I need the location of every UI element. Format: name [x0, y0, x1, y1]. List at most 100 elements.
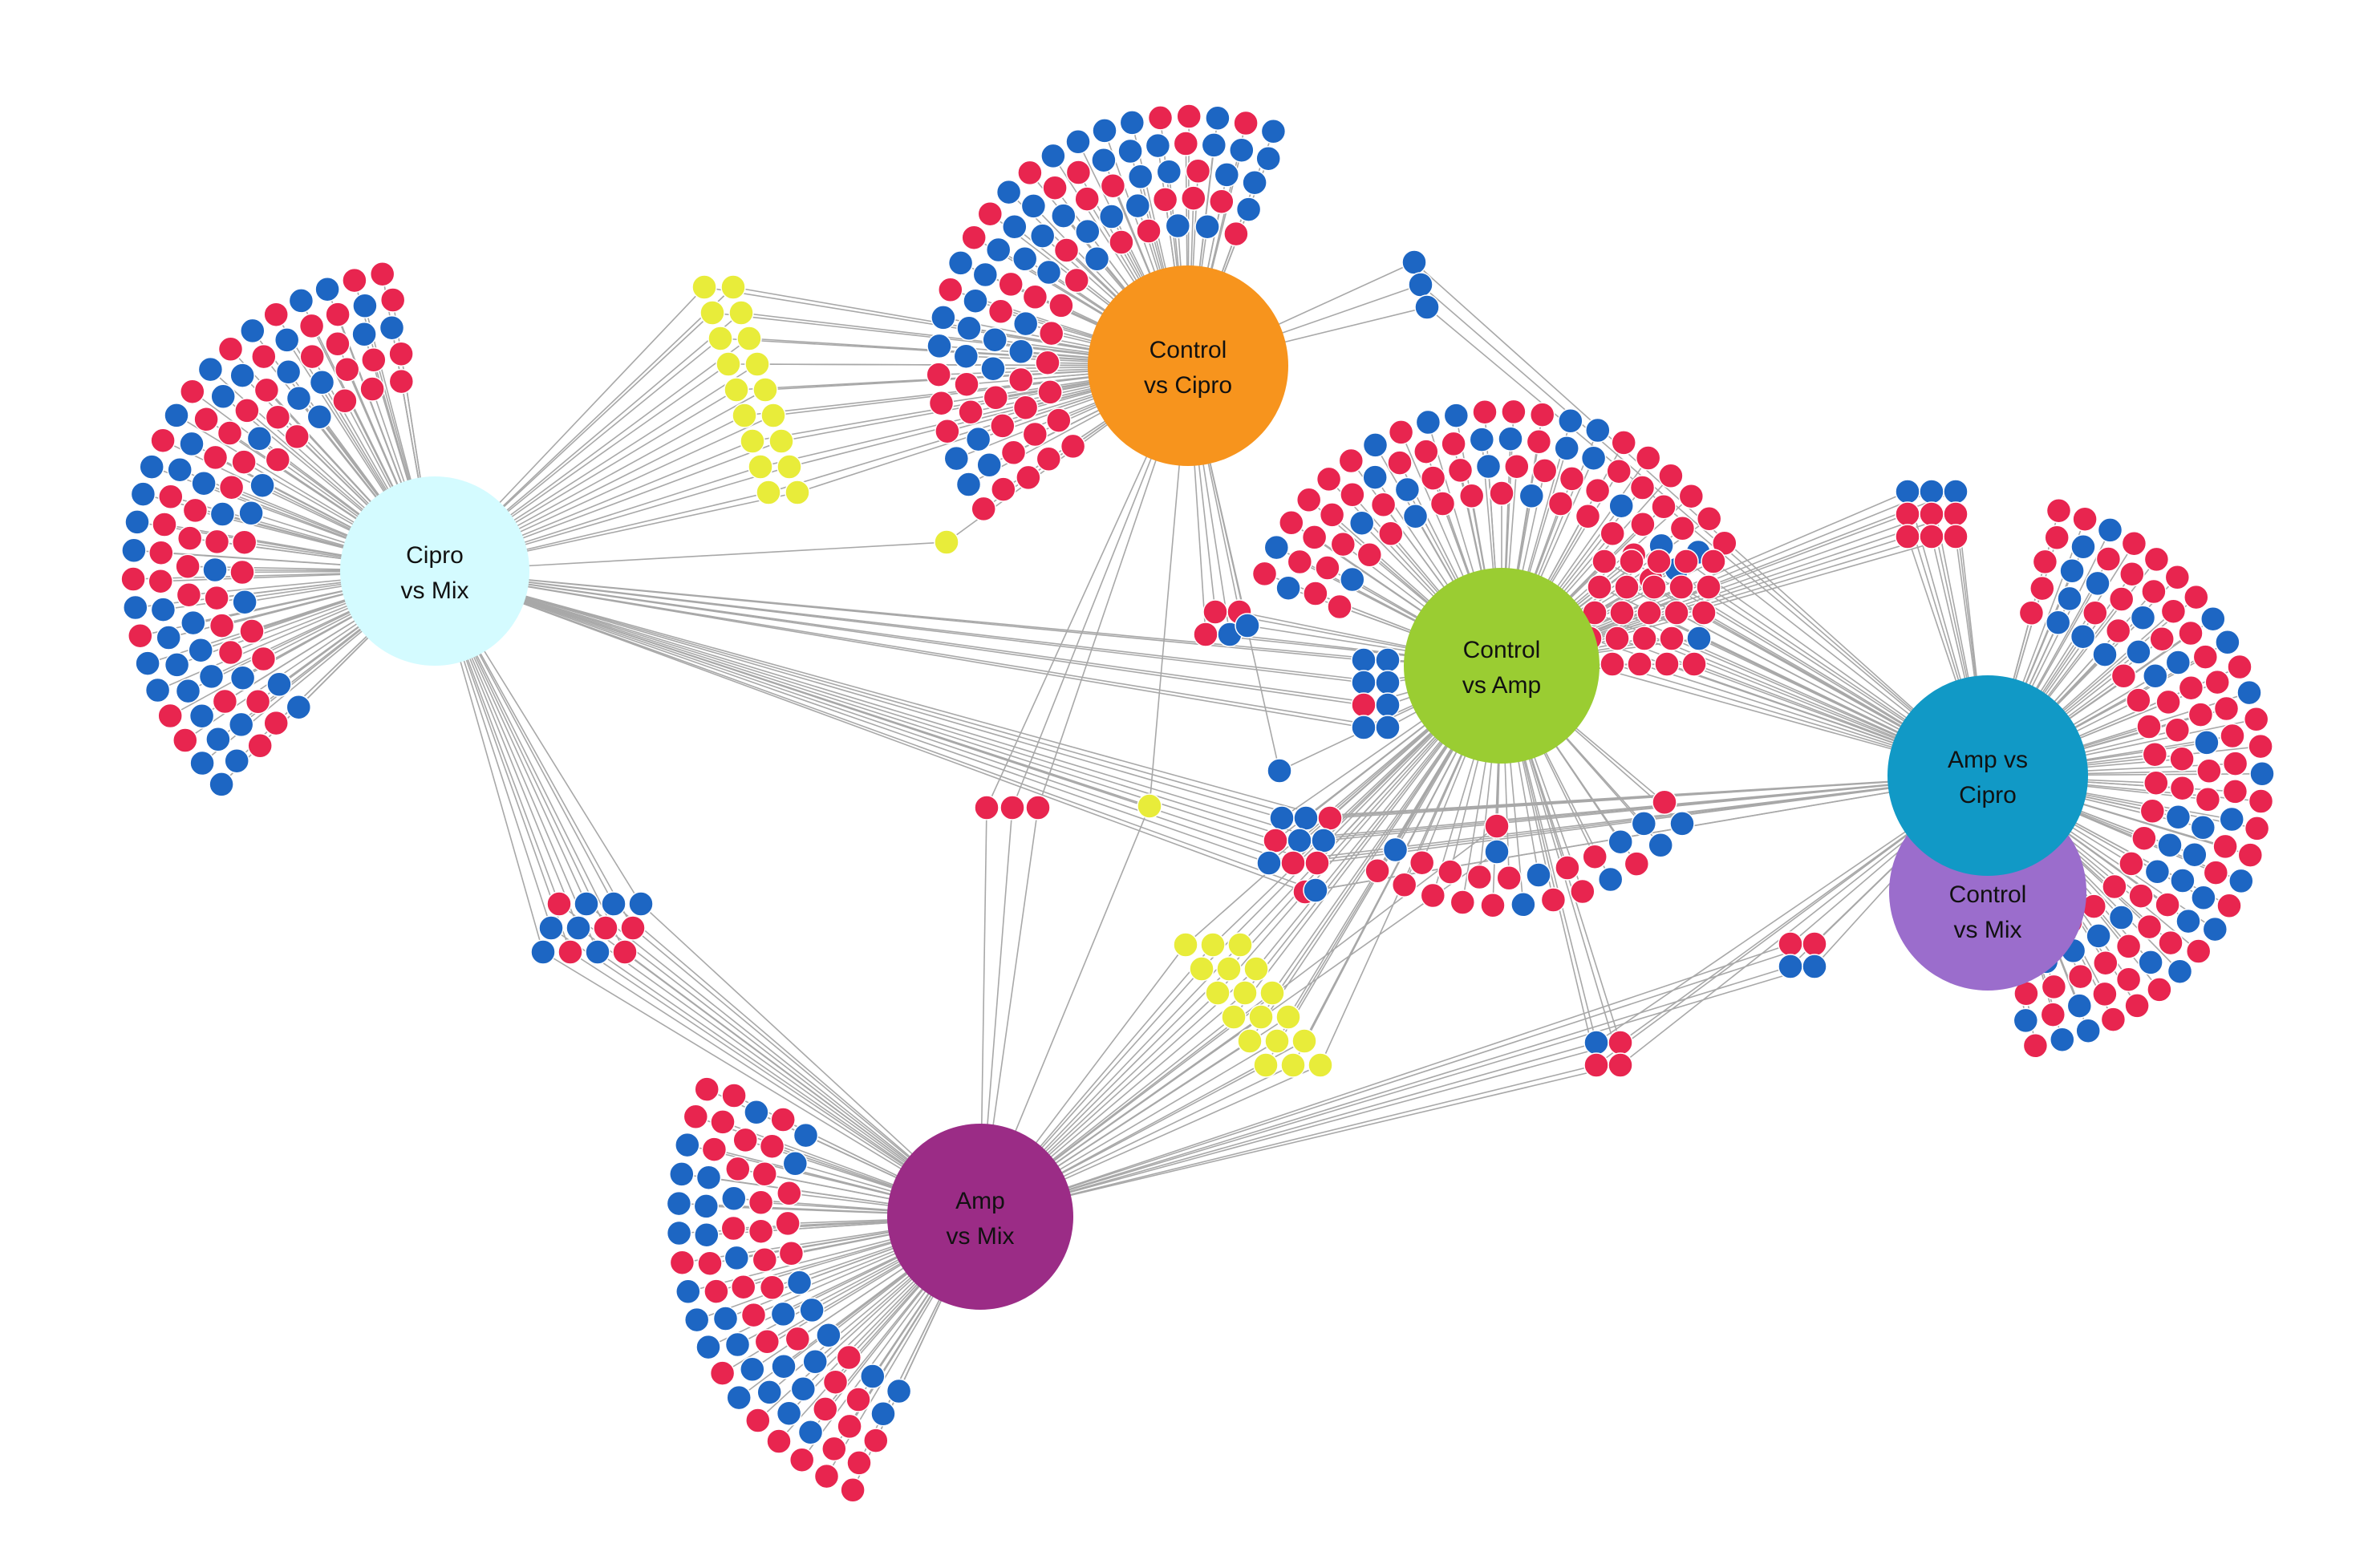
up-gene-node[interactable]: [1681, 651, 1707, 677]
up-gene-node[interactable]: [1391, 872, 1417, 898]
up-gene-node[interactable]: [299, 343, 325, 370]
down-gene-node[interactable]: [1269, 805, 1295, 831]
down-gene-node[interactable]: [2167, 958, 2193, 984]
down-gene-node[interactable]: [1256, 850, 1282, 876]
up-gene-node[interactable]: [1583, 1052, 1609, 1078]
up-gene-node[interactable]: [204, 529, 230, 555]
up-gene-node[interactable]: [217, 336, 244, 363]
up-gene-node[interactable]: [837, 1413, 862, 1440]
down-gene-node[interactable]: [1275, 575, 1301, 601]
up-gene-node[interactable]: [1919, 501, 1944, 527]
up-gene-node[interactable]: [2119, 851, 2144, 877]
down-gene-node[interactable]: [1648, 833, 1673, 858]
shared-gene-node[interactable]: [934, 529, 959, 555]
down-gene-node[interactable]: [1287, 828, 1312, 853]
up-gene-node[interactable]: [1409, 849, 1435, 876]
down-gene-node[interactable]: [205, 727, 231, 752]
down-gene-node[interactable]: [1127, 164, 1154, 190]
down-gene-node[interactable]: [238, 500, 264, 526]
down-gene-node[interactable]: [2249, 761, 2275, 787]
down-gene-node[interactable]: [150, 597, 176, 622]
up-gene-node[interactable]: [1636, 600, 1662, 626]
up-gene-node[interactable]: [247, 733, 273, 759]
down-gene-node[interactable]: [197, 356, 224, 383]
up-gene-node[interactable]: [2136, 714, 2162, 739]
up-gene-node[interactable]: [813, 1463, 840, 1489]
up-gene-node[interactable]: [822, 1369, 849, 1395]
up-gene-node[interactable]: [1630, 512, 1656, 537]
shared-gene-node[interactable]: [1137, 793, 1162, 819]
down-gene-node[interactable]: [314, 276, 340, 302]
down-gene-node[interactable]: [1065, 129, 1091, 155]
up-gene-node[interactable]: [1664, 600, 1689, 626]
down-gene-node[interactable]: [175, 678, 201, 704]
up-gene-node[interactable]: [991, 476, 1016, 502]
down-gene-node[interactable]: [2086, 923, 2111, 949]
up-gene-node[interactable]: [1591, 549, 1617, 574]
down-gene-node[interactable]: [209, 772, 234, 797]
up-gene-node[interactable]: [152, 512, 177, 537]
down-gene-node[interactable]: [167, 456, 193, 483]
up-gene-node[interactable]: [1042, 175, 1068, 201]
down-gene-node[interactable]: [209, 501, 236, 527]
up-gene-node[interactable]: [1074, 186, 1100, 212]
up-gene-node[interactable]: [720, 1215, 747, 1242]
up-gene-node[interactable]: [128, 622, 153, 649]
up-gene-node[interactable]: [2243, 707, 2269, 732]
up-gene-node[interactable]: [1303, 581, 1328, 606]
up-gene-node[interactable]: [2095, 546, 2122, 572]
down-gene-node[interactable]: [585, 939, 610, 965]
down-gene-node[interactable]: [2075, 1018, 2101, 1043]
up-gene-node[interactable]: [770, 1107, 796, 1132]
up-gene-node[interactable]: [1504, 453, 1530, 480]
down-gene-node[interactable]: [2059, 558, 2085, 584]
down-gene-node[interactable]: [953, 343, 979, 369]
up-gene-node[interactable]: [2178, 675, 2204, 701]
down-gene-node[interactable]: [274, 327, 300, 353]
up-gene-node[interactable]: [176, 525, 203, 551]
up-gene-node[interactable]: [789, 1447, 815, 1473]
up-gene-node[interactable]: [1526, 429, 1552, 455]
up-gene-node[interactable]: [2082, 600, 2108, 626]
up-gene-node[interactable]: [2183, 584, 2209, 610]
up-gene-node[interactable]: [778, 1241, 805, 1266]
up-gene-node[interactable]: [1696, 574, 1721, 600]
up-gene-node[interactable]: [558, 939, 583, 965]
down-gene-node[interactable]: [286, 385, 312, 411]
shared-gene-node[interactable]: [1227, 932, 1253, 958]
up-gene-node[interactable]: [1301, 525, 1328, 550]
up-gene-node[interactable]: [669, 1250, 695, 1275]
down-gene-node[interactable]: [130, 481, 156, 507]
shared-gene-node[interactable]: [736, 326, 762, 351]
up-gene-node[interactable]: [1038, 320, 1064, 346]
up-gene-node[interactable]: [2072, 506, 2098, 532]
down-gene-node[interactable]: [1235, 613, 1260, 638]
up-gene-node[interactable]: [325, 331, 351, 357]
down-gene-node[interactable]: [1255, 145, 1281, 172]
up-gene-node[interactable]: [1659, 626, 1685, 651]
up-gene-node[interactable]: [620, 915, 646, 941]
up-gene-node[interactable]: [1447, 457, 1474, 484]
shared-gene-node[interactable]: [699, 300, 725, 326]
hub-amp-vs-mix[interactable]: Amp vs Mix: [887, 1124, 1073, 1310]
up-gene-node[interactable]: [1778, 931, 1803, 957]
up-gene-node[interactable]: [1046, 407, 1072, 433]
down-gene-node[interactable]: [980, 355, 1006, 382]
down-gene-node[interactable]: [1669, 811, 1695, 837]
hub-cipro-vs-mix[interactable]: Cipro vs Mix: [340, 476, 529, 666]
up-gene-node[interactable]: [759, 1133, 785, 1159]
down-gene-node[interactable]: [2092, 642, 2118, 667]
up-gene-node[interactable]: [926, 362, 951, 387]
down-gene-node[interactable]: [860, 1363, 886, 1389]
shared-gene-node[interactable]: [1248, 1004, 1274, 1030]
up-gene-node[interactable]: [2248, 788, 2274, 814]
up-gene-node[interactable]: [840, 1477, 866, 1503]
up-gene-node[interactable]: [2147, 977, 2172, 1003]
down-gene-node[interactable]: [1263, 534, 1290, 561]
shared-gene-node[interactable]: [1237, 1028, 1263, 1054]
up-gene-node[interactable]: [1678, 483, 1705, 509]
down-gene-node[interactable]: [2138, 950, 2163, 975]
up-gene-node[interactable]: [193, 407, 219, 432]
up-gene-node[interactable]: [1484, 813, 1510, 839]
up-gene-node[interactable]: [1547, 491, 1574, 517]
